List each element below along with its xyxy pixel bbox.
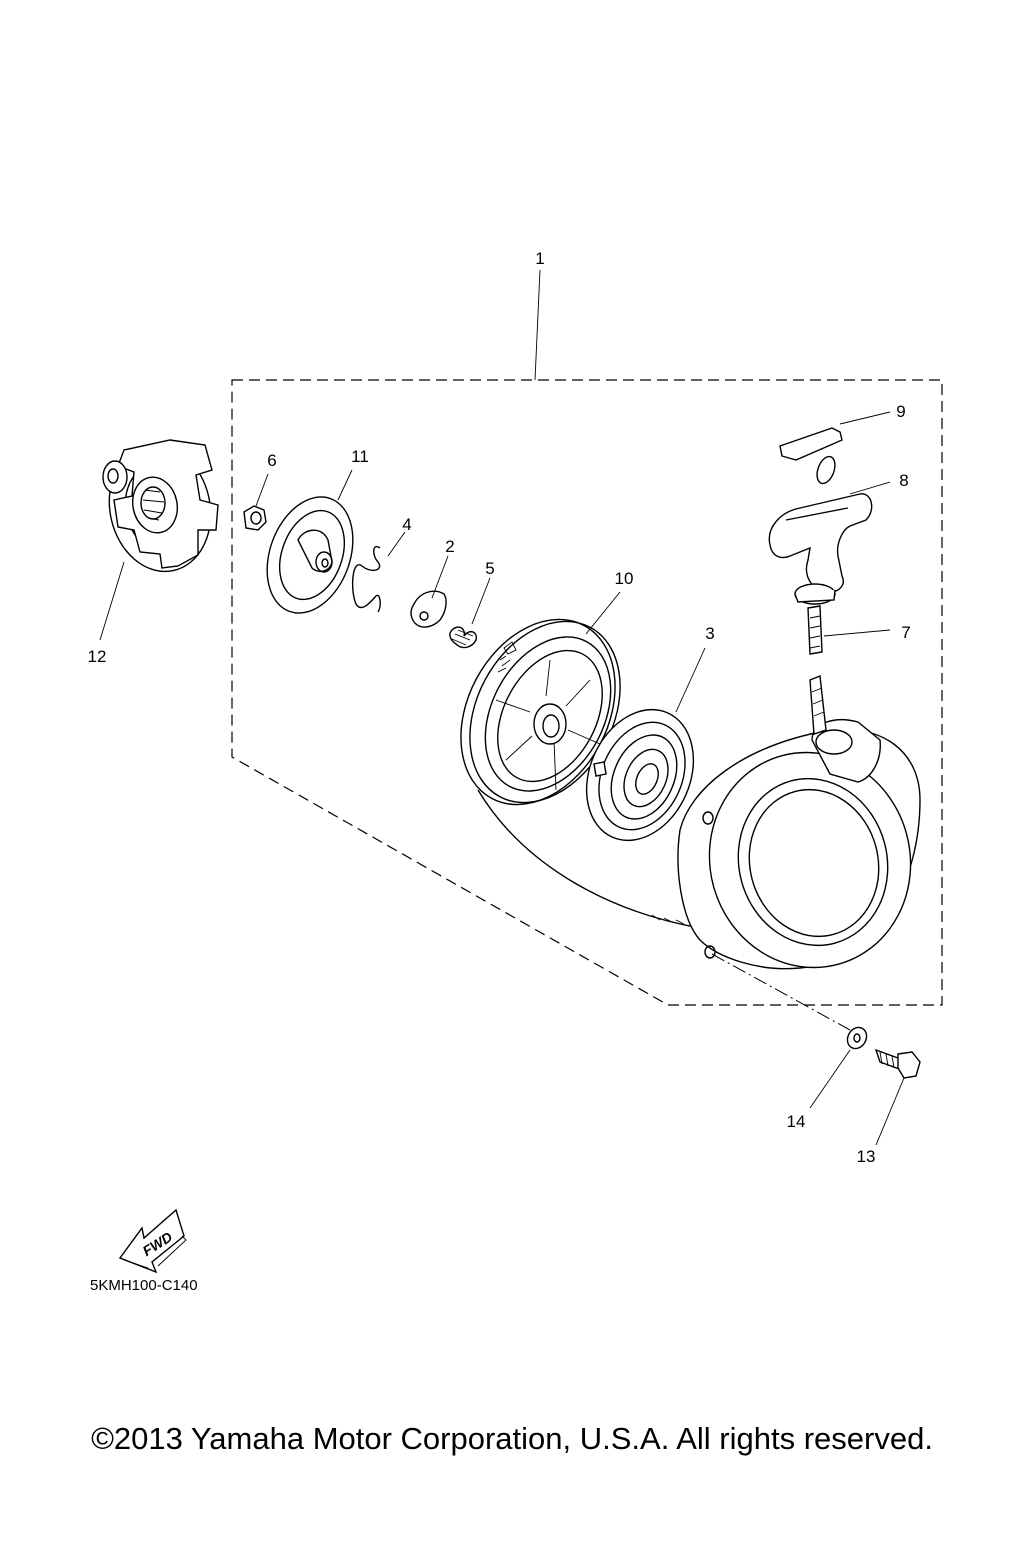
starter-rope: [477, 789, 701, 929]
callout-5: 5: [485, 559, 494, 578]
copyright-notice: ©2013 Yamaha Motor Corporation, U.S.A. A…: [91, 1421, 933, 1456]
part-9-cap: [779, 411, 891, 461]
fwd-arrow-icon: FWD: [118, 1208, 187, 1274]
part-12-drive-plate: [99, 439, 219, 641]
callout-8: 8: [899, 471, 908, 490]
part-3-spiral-spring: [585, 647, 706, 842]
part-13-bolt: [874, 1048, 921, 1146]
callout-1: 1: [535, 249, 544, 268]
part-8-handle: [768, 455, 891, 605]
part-11-friction-plate: [266, 469, 354, 614]
starter-housing: [677, 719, 921, 970]
callout-10: 10: [615, 569, 634, 588]
part-5-return-spring: [449, 577, 491, 649]
callout-9: 9: [896, 402, 905, 421]
callout-4: 4: [402, 515, 411, 534]
part-6-nut: [243, 473, 269, 531]
leader-line-1: [534, 269, 541, 381]
callout-14: 14: [787, 1112, 806, 1131]
part-14-washer: [809, 1026, 868, 1109]
alignment-line: [711, 953, 851, 1031]
drawing-code: 5KMH100-C140: [90, 1277, 198, 1294]
callout-2: 2: [445, 537, 454, 556]
callout-12: 12: [88, 647, 107, 666]
callout-11: 11: [351, 447, 369, 466]
part-7-rope: [807, 605, 891, 735]
callout-7: 7: [901, 623, 910, 642]
part-2-ratchet-pawl: [410, 555, 449, 628]
callout-13: 13: [857, 1147, 876, 1166]
callout-6: 6: [267, 451, 276, 470]
part-4-spring-clip: [351, 531, 406, 613]
callout-3: 3: [705, 624, 714, 643]
